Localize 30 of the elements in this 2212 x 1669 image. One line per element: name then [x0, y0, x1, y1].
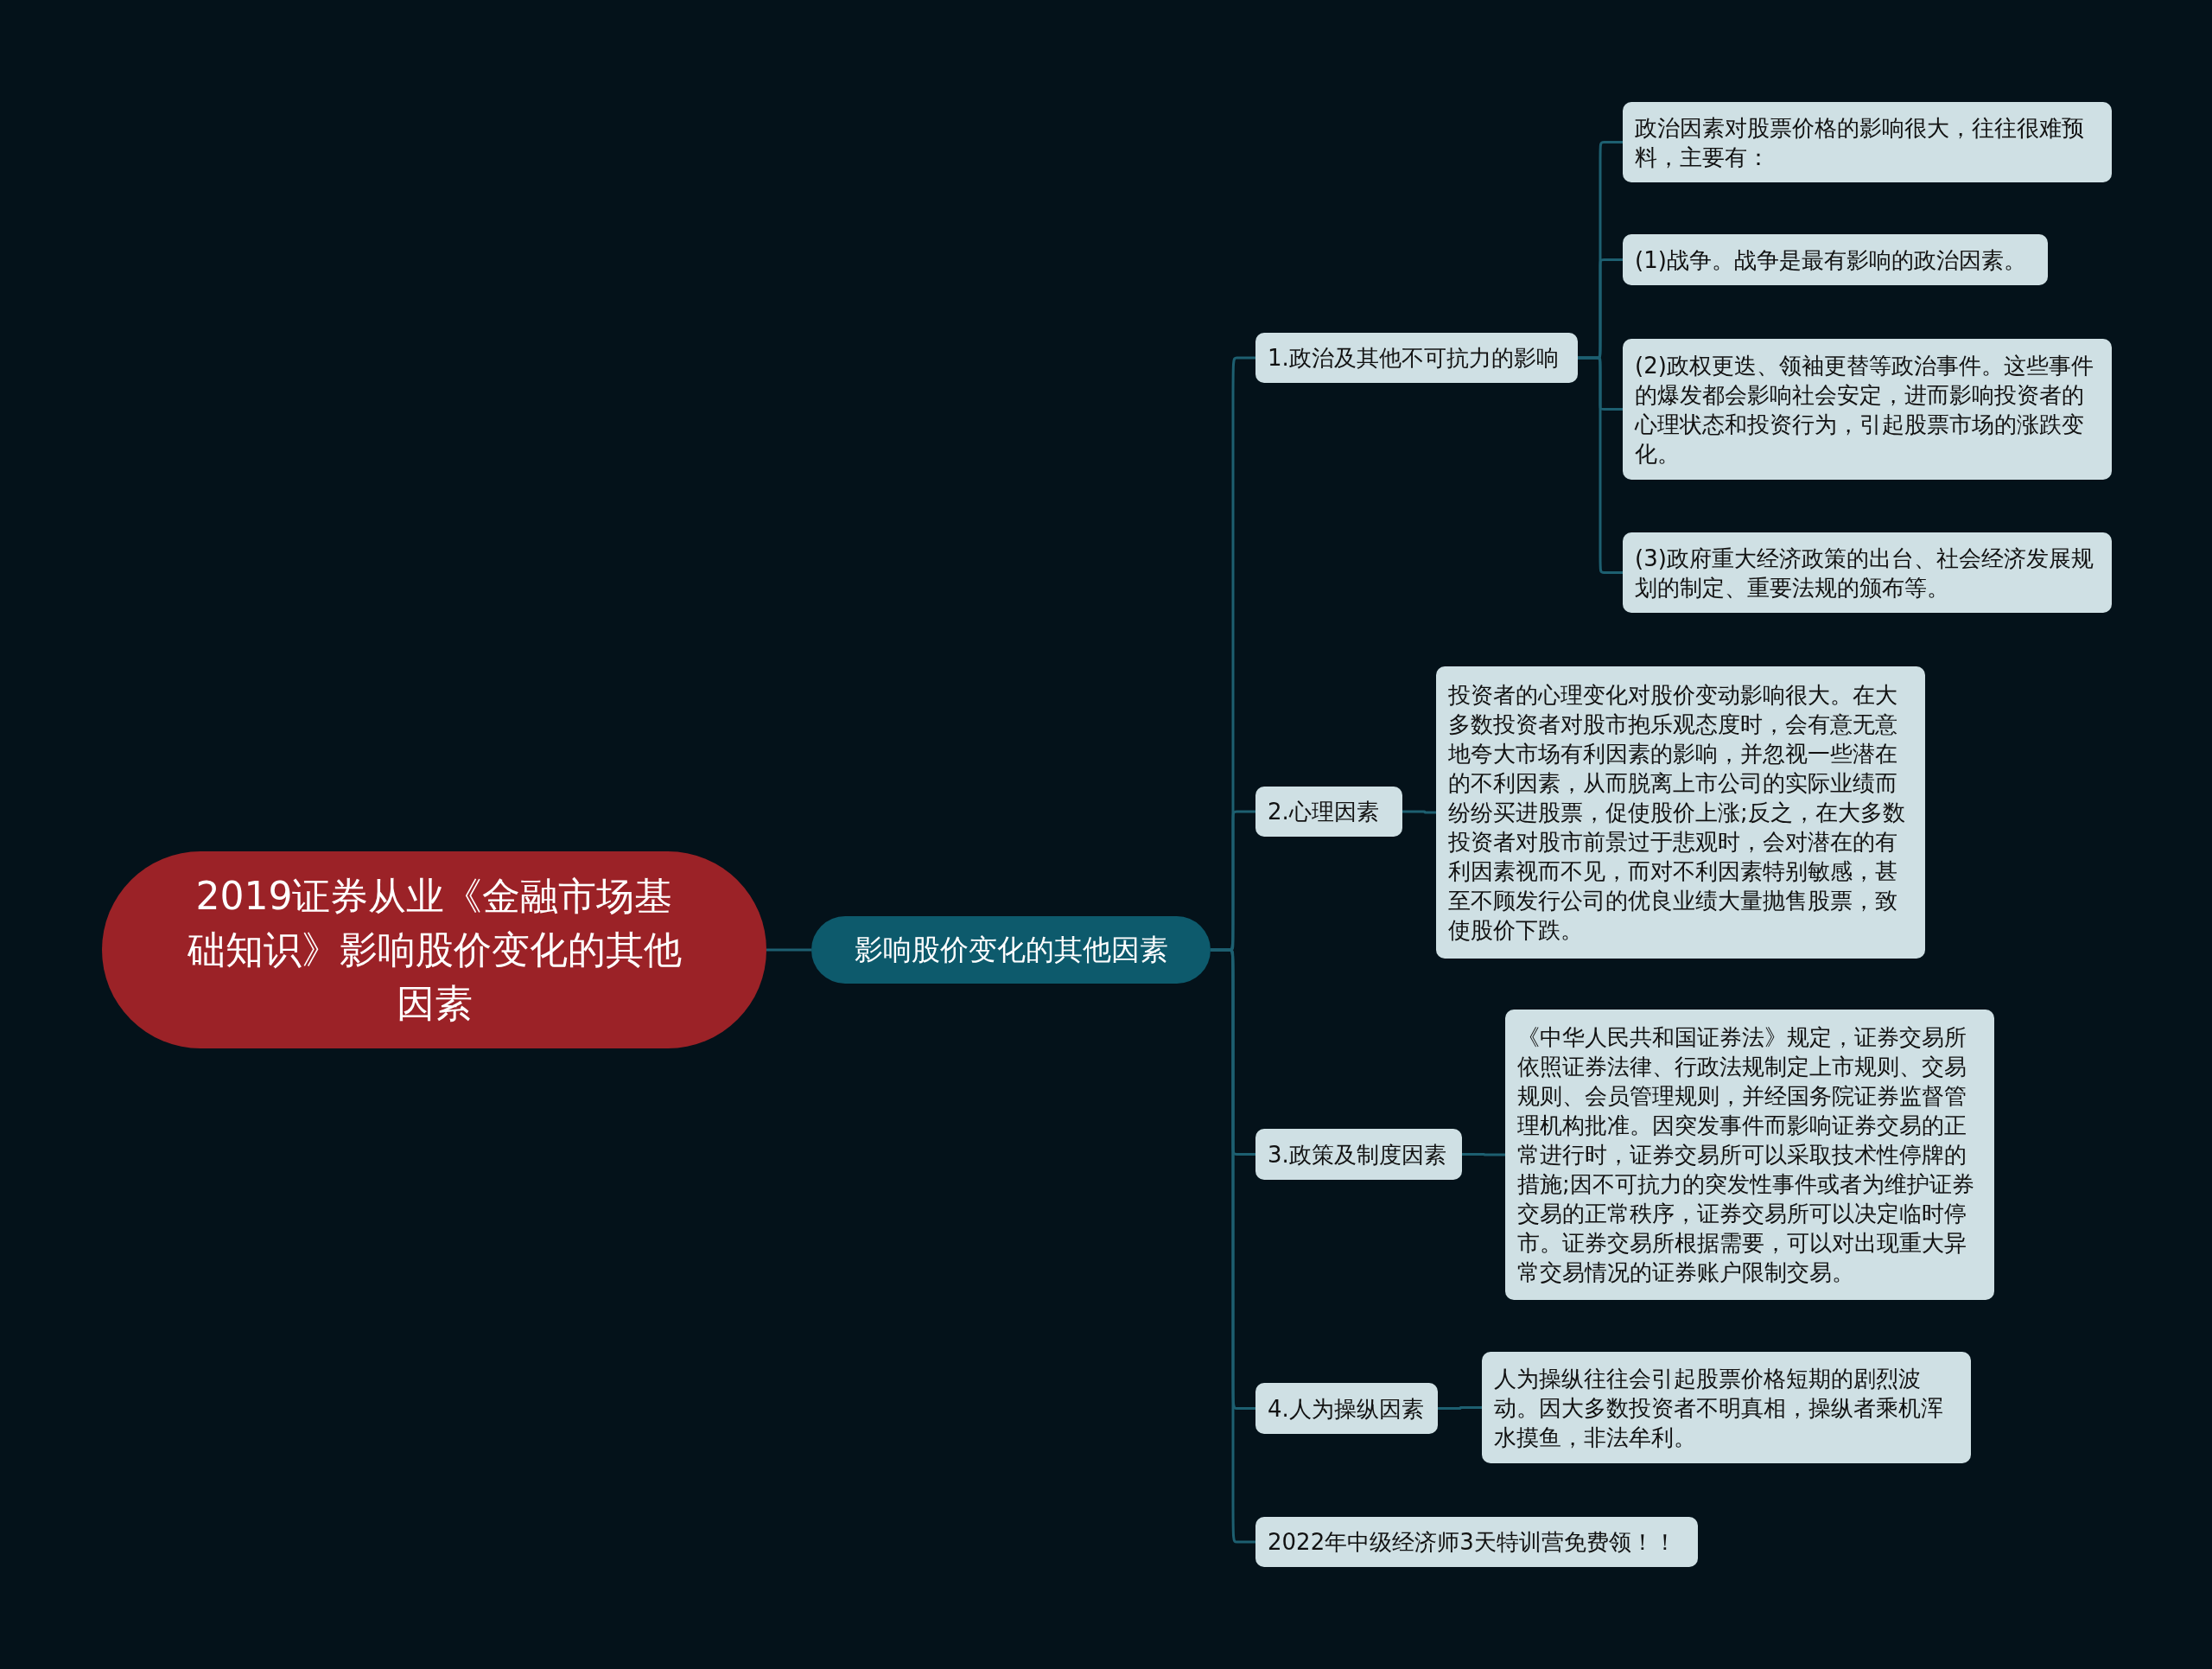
- node-text: 4.人为操纵因素: [1268, 1394, 1424, 1424]
- node-text: 2022年中级经济师3天特训营免费领！！: [1268, 1528, 1676, 1557]
- node-text: (3)政府重大经济政策的出台、社会经济发展规划的制定、重要法规的颁布等。: [1635, 544, 2094, 602]
- connector: [1402, 810, 1436, 814]
- node-text: 3.政策及制度因素: [1268, 1140, 1446, 1169]
- detail-node: [1623, 234, 2048, 285]
- detail-node: [1623, 102, 2112, 182]
- node-text: 政治因素对股票价格的影响很大，往往很难预料，主要有：: [1635, 113, 2085, 172]
- branch-node: [1255, 333, 1578, 383]
- node-text: 1.政治及其他不可抗力的影响: [1268, 344, 1559, 373]
- connector: [766, 948, 811, 952]
- node-text: 人为操纵往往会引起股票价格短期的剧烈波动。因大多数投资者不明真相，操纵者乘机浑水摸鱼，非法牟利。: [1494, 1364, 1944, 1452]
- node-text: (1)战争。战争是最有影响的政治因素。: [1635, 245, 2026, 275]
- node-text: 影响股价变化的其他因素: [854, 931, 1168, 968]
- branch-node: [1255, 1383, 1438, 1434]
- detail-node: [1482, 1352, 1971, 1463]
- connector: [1462, 1153, 1505, 1156]
- node-text: 《中华人民共和国证券法》规定，证券交易所依照证券法律、行政法规制定上市规则、交易规则、会员管理规则，并经国务院证券监督管理机构批准。因突发事件而影响证券交易的正常进行时，证券交易所可以采取技术性停牌的措施;因不可抗力的突发性事件或者为维护证券交易的正常秩序，证券交易所可以决定临时停市。证券交易所根据需要，可以对出现重大异常交易情况的证券账户限制交易。: [1517, 1023, 1975, 1287]
- connector: [1438, 1406, 1482, 1410]
- detail-node: [1623, 532, 2112, 613]
- node-text: 投资者的心理变化对股价变动影响很大。在大多数投资者对股市抱乐观态度时，会有意无意地夸大市场有利因素的影响，并忽视一些潜在的不利因素，从而脱离上市公司的实际业绩而纷纷买进股票，促使股价上涨;反之，在大多数投资者对股市前景过于悲观时，会对潜在的有利因素视而不见，而对不利因素特别敏感，甚至不顾发行公司的优良业绩大量抛售股票，致使股价下跌。: [1448, 681, 1906, 945]
- branch-node: [1255, 787, 1402, 837]
- node-text: 2.心理因素: [1268, 798, 1379, 826]
- branch-node: [1255, 1129, 1462, 1180]
- branch-node: [1255, 1517, 1698, 1567]
- detail-node: [1623, 339, 2112, 480]
- detail-node: [1436, 666, 1925, 959]
- node-text: (2)政权更迭、领袖更替等政治事件。这些事件的爆发都会影响社会安定，进而影响投资者的心理状态和投资行为，引起股票市场的涨跌变化。: [1635, 351, 2094, 468]
- node-text: 2019证券从业《金融市场基础知识》影响股价变化的其他因素: [186, 873, 683, 1027]
- connector: [1578, 356, 1623, 574]
